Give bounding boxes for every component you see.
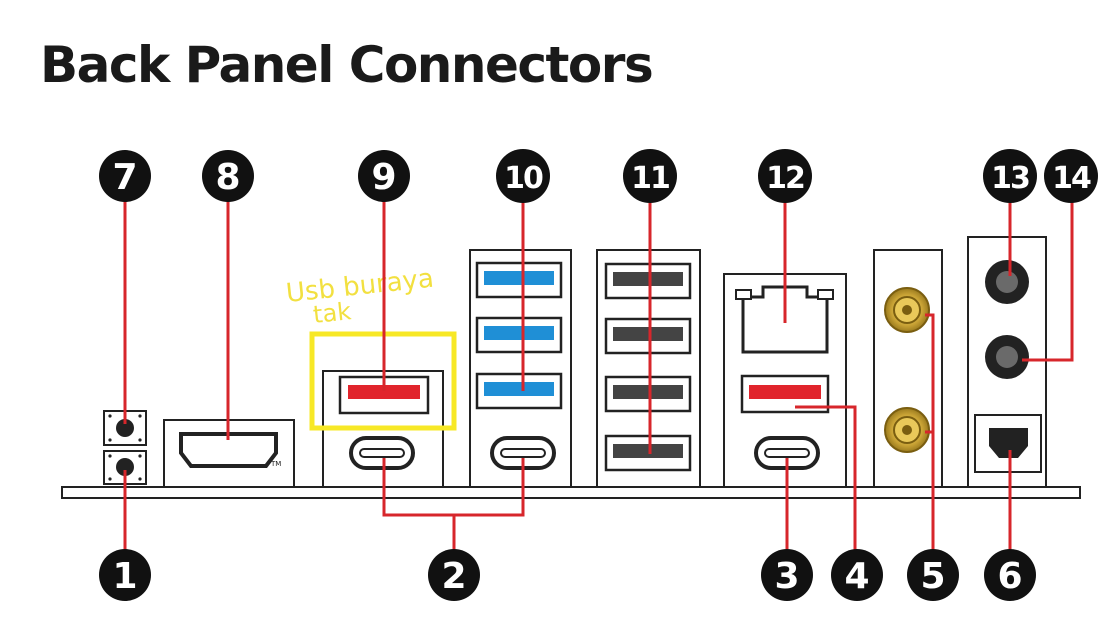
handwritten-note: Usb buraya bbox=[285, 264, 436, 309]
svg-text:TM: TM bbox=[270, 460, 281, 468]
handwritten-note-line2: tak bbox=[312, 297, 353, 329]
callout-9: 9 bbox=[358, 150, 410, 202]
svg-text:10: 10 bbox=[504, 161, 543, 196]
callout-6: 6 bbox=[984, 549, 1036, 601]
callout-1: 1 bbox=[99, 549, 151, 601]
svg-text:11: 11 bbox=[631, 161, 669, 196]
svg-text:14: 14 bbox=[1052, 161, 1091, 196]
callout-4: 4 bbox=[831, 549, 883, 601]
optical-spdif-port-icon bbox=[974, 414, 1042, 473]
svg-text:3: 3 bbox=[774, 556, 799, 597]
svg-text:13: 13 bbox=[991, 161, 1029, 196]
io-shield-baseplate bbox=[61, 486, 1081, 499]
usb-type-c-port-icon bbox=[349, 436, 415, 470]
callout-7: 7 bbox=[99, 150, 151, 202]
callout-10: 10 bbox=[496, 149, 550, 203]
svg-text:12: 12 bbox=[766, 161, 804, 196]
svg-text:8: 8 bbox=[215, 157, 240, 198]
callout-2: 2 bbox=[428, 549, 480, 601]
svg-text:9: 9 bbox=[371, 157, 396, 198]
svg-text:2: 2 bbox=[441, 556, 466, 597]
svg-text:6: 6 bbox=[997, 556, 1022, 597]
callout-14: 14 bbox=[1044, 149, 1098, 203]
svg-text:5: 5 bbox=[920, 556, 945, 597]
svg-text:7: 7 bbox=[112, 157, 137, 198]
callout-13: 13 bbox=[983, 149, 1037, 203]
svg-text:4: 4 bbox=[844, 556, 869, 597]
leader-lines bbox=[123, 198, 1074, 558]
usb-type-c-port-icon bbox=[490, 436, 556, 470]
wifi-antenna-connector-icon bbox=[873, 249, 943, 488]
clear-cmos-button-icon bbox=[103, 450, 147, 485]
page-title: Back Panel Connectors bbox=[40, 36, 654, 94]
callout-3: 3 bbox=[761, 549, 813, 601]
callout-5: 5 bbox=[907, 549, 959, 601]
svg-text:1: 1 bbox=[112, 556, 137, 597]
callout-11: 11 bbox=[623, 149, 677, 203]
callout-12: 12 bbox=[758, 149, 812, 203]
callout-8: 8 bbox=[202, 150, 254, 202]
